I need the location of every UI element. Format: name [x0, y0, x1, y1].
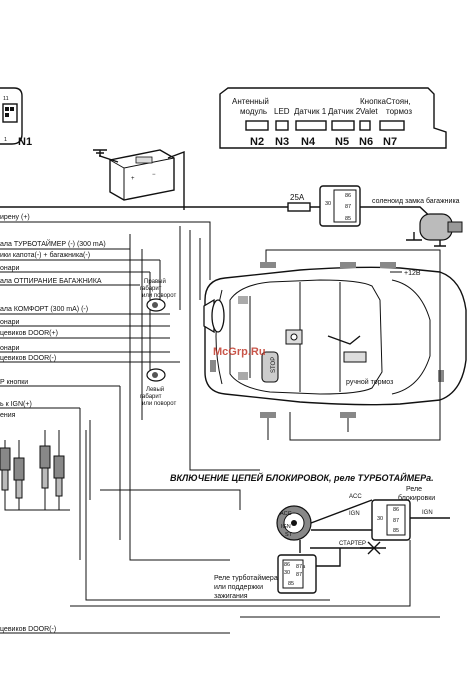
wire-label-door-plus: цевиков DOOR(+) [0, 330, 58, 337]
right-lamp-label-2: габарит [140, 286, 162, 292]
plus12-label: +12В [404, 270, 421, 277]
connector-n1: N1 [18, 136, 32, 148]
stop-brake-label-2: тормоз [386, 107, 412, 116]
connector-n6: N6 [359, 136, 373, 148]
wire-label-button: Р кнопки [0, 379, 28, 386]
svg-text:−: − [152, 172, 156, 178]
ign-label: IGN [349, 511, 360, 517]
svg-text:85: 85 [345, 216, 351, 222]
pin-label-1: 1 [4, 137, 7, 143]
wire-label-door-minus-2: цевиков DOOR(-) [0, 626, 56, 633]
car-body [204, 266, 467, 406]
turbo-relay: 86 30 87a 87 85 [277, 548, 341, 594]
svg-text:30: 30 [325, 201, 331, 207]
svg-text:86: 86 [393, 507, 399, 513]
svg-text:87: 87 [296, 572, 302, 578]
trunk-solenoid-label: соленоид замка багажника [372, 197, 460, 205]
blocking-relay: Реле блокировки 86 30 87 85 IGN [371, 486, 450, 541]
connector-n5: N5 [335, 136, 349, 148]
wire-label-lights-1: онари [0, 265, 20, 272]
antenna-label-2: модуль [240, 107, 267, 116]
lower-title: ВКЛЮЧЕНИЕ ЦЕПЕЙ БЛОКИРОВОК, реле ТУРБОТА… [170, 472, 434, 483]
connector-n2: N2 [250, 136, 264, 148]
left-lamp-label: Левый [146, 386, 164, 393]
left-lamp-label-3: или поворот [142, 401, 176, 407]
wire-label-hood: ики капота(-) + багажника(-) [0, 251, 90, 259]
wire-label-trunk-open: ала ОТПИРАНИЕ БАГАЖНИКА [0, 278, 102, 285]
ign2-label: IGN [422, 510, 433, 516]
wire-label-ign-2: ения [0, 412, 16, 419]
left-lamp: Левый габарит или поворот [140, 368, 176, 407]
wire-label-lights-3: онари [0, 345, 20, 352]
turbo-relay-label: Реле турботаймера [214, 574, 278, 582]
fuse-label: 25А [290, 193, 305, 202]
stop-brake-label: Стоян, [386, 97, 411, 106]
right-lamp-label: Правый [144, 278, 166, 285]
dashboard-button [285, 329, 303, 345]
right-lamp-label-3: или поворот [142, 293, 176, 299]
blocking-relay-label-2: блокировки [398, 494, 435, 502]
antenna-label: Антенный [232, 97, 269, 106]
door-switches [210, 262, 444, 418]
svg-text:85: 85 [393, 528, 399, 534]
connector-n7: N7 [383, 136, 397, 148]
turbo-relay-label-3: зажигания [214, 593, 248, 600]
wire-label-door-minus: цевиков DOOR(-) [0, 355, 56, 362]
wire-label-ign: ь к IGN(+) [0, 401, 32, 408]
left-lamp-label-2: габарит [140, 394, 162, 400]
battery: + − [93, 149, 185, 208]
main-unit-right: Антенный модуль LED Датчик 1 Датчик 2 Кн… [219, 87, 447, 149]
wire-label-comfort: ала КОМФОРТ (300 mA) (-) [0, 306, 88, 313]
connector-n4: N4 [301, 136, 316, 148]
blocking-relay-label: Реле [406, 486, 422, 493]
wire-label-siren: ирену (+) [0, 214, 30, 221]
svg-text:30: 30 [284, 570, 290, 576]
fuse: 25А [287, 193, 311, 212]
valet-label: Кнопка [360, 97, 387, 106]
watermark-text: McGrp.Ru [213, 346, 266, 358]
ignition-coils [0, 430, 70, 511]
wire-label-list: ирену (+) ала ТУРБОТАЙМЕР (-) (300 mA) и… [0, 214, 230, 634]
starter-label: СТАРТЕР [339, 541, 366, 547]
handbrake-label: ручной тормоз [346, 378, 393, 386]
sensor2-label: Датчик 2 [328, 107, 361, 116]
wire-label-turbotimer: ала ТУРБОТАЙМЕР (-) (300 mA) [0, 239, 106, 248]
svg-text:IGN: IGN [281, 524, 291, 530]
svg-text:87: 87 [345, 204, 351, 210]
turbo-relay-label-2: или поддержки [214, 584, 263, 591]
svg-text:87a: 87a [296, 564, 306, 570]
svg-text:86: 86 [284, 562, 290, 568]
svg-text:+: + [131, 176, 135, 182]
svg-text:85: 85 [288, 581, 294, 587]
acc-label: ACC [349, 494, 362, 500]
handbrake: ручной тормоз [327, 335, 393, 386]
svg-text:ST: ST [285, 532, 293, 538]
pin-label-11: 11 [3, 96, 9, 102]
svg-text:86: 86 [345, 193, 351, 199]
stop-label: STOP [271, 357, 277, 373]
svg-text:87: 87 [393, 518, 399, 524]
svg-text:30: 30 [377, 516, 383, 522]
wire-label-lights-2: онари [0, 319, 20, 326]
ignition-switch: ACC IGN ST [276, 499, 373, 553]
trunk-solenoid [406, 213, 463, 247]
main-unit-left: 11 1 N1 [0, 87, 32, 148]
stop-pedal: STOP [261, 351, 279, 383]
trunk-relay: 86 30 87 85 [319, 185, 437, 227]
connector-n3: N3 [275, 136, 289, 148]
svg-text:ACC: ACC [280, 511, 292, 517]
sensor1-label: Датчик 1 [294, 107, 327, 116]
led-label: LED [274, 107, 290, 116]
valet-label-2: Valet [360, 107, 378, 116]
right-lamp: Правый габарит или поворот [140, 278, 176, 312]
siren-icon [203, 298, 225, 334]
